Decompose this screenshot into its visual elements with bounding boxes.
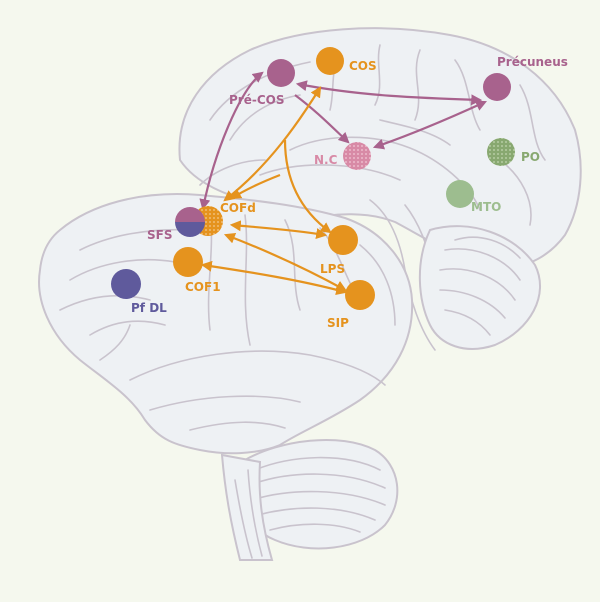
node-nc-label: N.C <box>314 153 338 167</box>
node-cos-label: COS <box>349 59 377 73</box>
node-pre-cos-dot <box>267 59 295 87</box>
node-mto: MTO <box>446 180 501 214</box>
node-sfs: SFS <box>147 207 205 242</box>
node-pfdl-label: Pf DL <box>131 301 167 315</box>
node-pre-cos: Pré-COS <box>229 59 295 107</box>
lateral-cerebellum <box>220 439 399 561</box>
arrow-cofd-fan <box>230 173 281 200</box>
connections-orange <box>200 86 348 296</box>
node-cos-dot <box>316 47 344 75</box>
node-cof1-dot <box>173 247 203 277</box>
node-po-dot <box>487 138 515 166</box>
node-precuneus-dot <box>483 73 511 101</box>
node-pre-cos-label: Pré-COS <box>229 93 284 107</box>
arrow-cof1-sip <box>200 260 348 296</box>
node-sip-label: SIP <box>327 316 349 330</box>
node-sfs-dot-top <box>175 207 205 222</box>
medial-cerebellum <box>418 225 541 350</box>
node-mto-label: MTO <box>471 200 501 214</box>
node-sip-dot <box>345 280 375 310</box>
node-cof1-label: COF1 <box>185 280 221 294</box>
node-cofd-label: COFd <box>220 201 256 215</box>
node-cof1: COF1 <box>173 247 221 294</box>
node-lps-dot <box>328 225 358 255</box>
node-cos: COS <box>316 47 377 75</box>
node-sfs-label: SFS <box>147 228 172 242</box>
node-precuneus: Précuneus <box>483 55 568 101</box>
node-sip: SIP <box>327 280 375 330</box>
node-precuneus-label: Précuneus <box>497 55 568 69</box>
node-po-label: PO <box>521 150 540 164</box>
node-lps: LPS <box>320 225 358 276</box>
node-po: PO <box>487 138 540 166</box>
node-nc-dot <box>343 142 371 170</box>
node-pfdl: Pf DL <box>111 269 167 315</box>
node-pfdl-dot <box>111 269 141 299</box>
node-mto-dot <box>446 180 474 208</box>
arrow-precuneus-nc <box>372 100 488 150</box>
node-nc: N.C <box>314 142 371 170</box>
node-lps-label: LPS <box>320 262 345 276</box>
arrow-cos-cofd <box>223 86 322 202</box>
node-sfs-dot-bottom <box>175 222 205 237</box>
